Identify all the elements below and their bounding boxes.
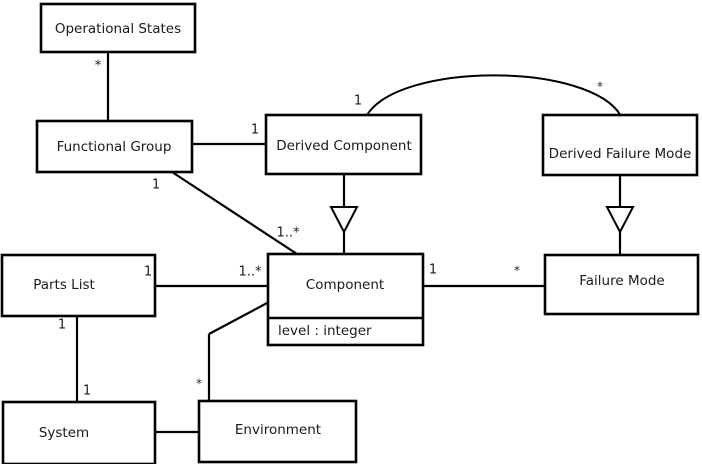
class-name-label: Derived Component <box>276 138 412 154</box>
class-box-rect <box>197 399 358 464</box>
class-box-rect <box>264 113 423 176</box>
association-line-diagonal <box>208 301 270 335</box>
multiplicity-parts-list-to-system-near-parts-list: 1 <box>58 318 66 333</box>
class-name-label: Parts List <box>33 277 95 293</box>
class-attribute-label: level : integer <box>278 323 372 339</box>
class-box-rect <box>1 400 157 464</box>
association-functional-group-component[interactable] <box>171 171 298 255</box>
multiplicity-operational-states-to-functional-group: * <box>95 59 102 74</box>
association-line <box>171 171 298 255</box>
class-name-label: Environment <box>235 422 321 438</box>
class-box-functional-group[interactable]: Functional Group <box>35 119 194 174</box>
generalization-triangle-icon <box>329 206 359 235</box>
class-name-label: Operational States <box>55 21 181 37</box>
class-name-label: Derived Failure Mode <box>549 146 692 162</box>
multiplicity-functional-group-to-component-near-component: 1..* <box>276 226 300 241</box>
multiplicity-component-to-failure-mode-near-component: 1 <box>429 263 437 278</box>
class-box-rect <box>39 2 197 54</box>
association-derived-component-derived-failure-mode[interactable] <box>366 74 622 117</box>
multiplicity-functional-group-to-derived-component: 1 <box>251 123 259 138</box>
class-box-rect <box>266 252 425 347</box>
generalization-derived-failure-mode-to-failure-mode[interactable] <box>605 175 635 255</box>
generalization-triangle-icon <box>605 206 635 235</box>
multiplicity-component-to-failure-mode-near-failure-mode: * <box>514 264 520 278</box>
multiplicity-component-to-environment-near-environment: * <box>196 377 202 391</box>
class-name-label: System <box>39 425 89 441</box>
class-box-parts-list[interactable]: Parts List <box>0 253 157 318</box>
multiplicity-parts-list-to-component-near-component: 1..* <box>238 265 262 280</box>
class-name-label: Functional Group <box>57 139 172 155</box>
class-box-environment[interactable]: Environment <box>197 399 358 464</box>
multiplicity-curve-near-derived-failure-mode: * <box>597 80 603 94</box>
multiplicity-functional-group-to-component-near-functional-group: 1 <box>152 178 160 193</box>
generalization-derived-component-to-component[interactable] <box>329 174 359 254</box>
class-box-rect <box>0 253 157 318</box>
class-name-label: Failure Mode <box>579 273 665 289</box>
multiplicity-parts-list-to-component-near-parts-list: 1 <box>144 265 152 280</box>
class-box-system[interactable]: System <box>1 400 157 464</box>
class-box-component[interactable]: Component level : integer <box>266 252 425 347</box>
class-box-derived-failure-mode[interactable]: Derived Failure Mode <box>541 113 699 177</box>
class-box-rect <box>35 119 194 174</box>
association-component-environment[interactable] <box>207 301 270 401</box>
association-curve <box>366 74 622 117</box>
multiplicity-parts-list-to-system-near-system: 1 <box>83 384 91 399</box>
class-name-label: Component <box>306 277 384 293</box>
class-box-derived-component[interactable]: Derived Component <box>264 113 423 176</box>
class-box-operational-states[interactable]: Operational States <box>39 2 197 54</box>
class-box-failure-mode[interactable]: Failure Mode <box>543 253 700 316</box>
class-box-rect <box>543 253 700 316</box>
multiplicity-curve-near-derived-component: 1 <box>354 94 362 109</box>
class-box-rect <box>541 113 699 177</box>
